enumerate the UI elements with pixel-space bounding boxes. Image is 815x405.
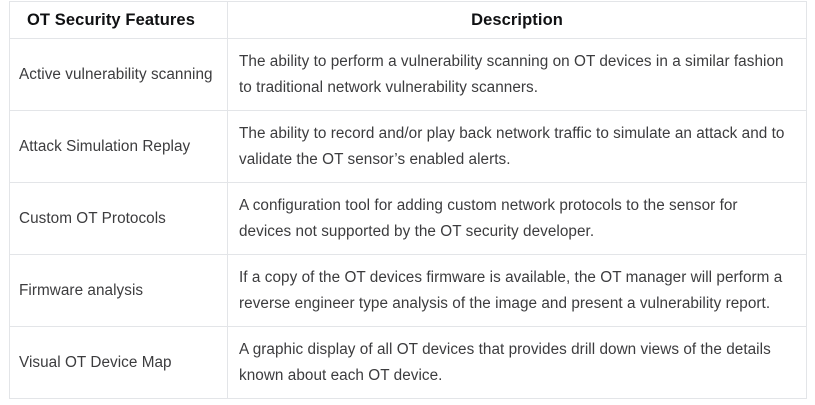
cell-description: A configuration tool for adding custom n… <box>227 182 807 255</box>
cell-feature: Attack Simulation Replay <box>9 110 228 183</box>
table-row: Attack Simulation Replay The ability to … <box>9 110 807 183</box>
table-row: Visual OT Device Map A graphic display o… <box>9 326 807 399</box>
ot-security-features-table-container: OT Security Features Description Active … <box>9 1 807 399</box>
column-header-ot-security-features: OT Security Features <box>9 1 228 39</box>
table-row: Firmware analysis If a copy of the OT de… <box>9 254 807 327</box>
cell-feature: Active vulnerability scanning <box>9 38 228 111</box>
column-header-description: Description <box>227 1 807 39</box>
cell-description: If a copy of the OT devices firmware is … <box>227 254 807 327</box>
cell-description: A graphic display of all OT devices that… <box>227 326 807 399</box>
ot-security-features-table: OT Security Features Description Active … <box>9 1 807 399</box>
table-row: Custom OT Protocols A configuration tool… <box>9 182 807 255</box>
cell-feature: Firmware analysis <box>9 254 228 327</box>
table-header: OT Security Features Description <box>9 1 807 39</box>
cell-feature: Visual OT Device Map <box>9 326 228 399</box>
table-header-row: OT Security Features Description <box>9 1 807 39</box>
cell-description: The ability to record and/or play back n… <box>227 110 807 183</box>
table-body: Active vulnerability scanning The abilit… <box>9 38 807 399</box>
cell-feature: Custom OT Protocols <box>9 182 228 255</box>
cell-description: The ability to perform a vulnerability s… <box>227 38 807 111</box>
table-row: Active vulnerability scanning The abilit… <box>9 38 807 111</box>
